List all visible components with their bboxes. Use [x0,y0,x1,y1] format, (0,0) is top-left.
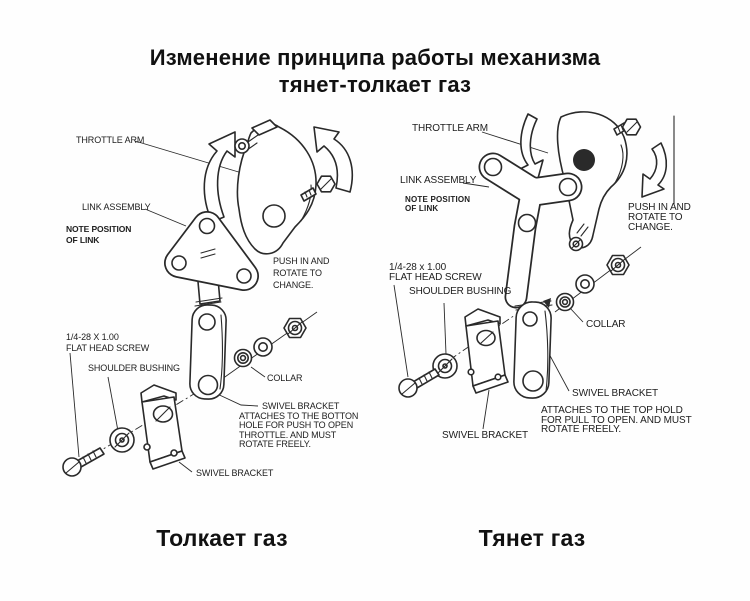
caption-push: Толкает газ [156,525,288,551]
label-swivel-bracket-bottom: SWIVEL BRACKET [442,430,529,441]
label-attach-note: ATTACHES TO THE TOP HOLD FOR PULL TO OPE… [541,405,692,435]
label-collar: COLLAR [586,319,626,330]
label-link-assembly: LINK ASSEMBLY [82,202,151,212]
page-title: Изменение принципа работы механизма тяне… [0,44,750,98]
link-strap [189,304,227,400]
label-collar: COLLAR [267,373,303,383]
label-swivel-note-title: SWIVEL BRACKET [262,401,340,411]
caption-pull: Тянет газ [478,525,586,551]
label-shoulder-bushing: SHOULDER BUSHING [409,286,512,297]
leader-lines [69,140,266,473]
arm-top-cap [251,119,278,136]
label-note-position: NOTE POSITION OF LINK [405,195,471,213]
label-swivel-note-body: ATTACHES TO THE BOTTON HOLE FOR PUSH TO … [239,411,359,449]
label-swivel-bracket: SWIVEL BRACKET [572,388,659,399]
rotate-arrow-right-icon [313,126,354,193]
label-throttle-arm: THROTTLE ARM [76,135,145,145]
label-push-rotate: PUSH IN AND ROTATE TO CHANGE. [273,256,330,290]
nut-part [283,317,307,339]
flat-head-screw-part [398,368,440,398]
flat-head-screw-part [62,447,105,477]
swivel-bracket-part [140,384,186,470]
washer-part [575,274,595,294]
collar-part [555,292,575,312]
push-diagram-art [62,119,354,477]
link-assembly-part [478,152,583,399]
label-link-assembly: LINK ASSEMBLY [400,175,477,186]
page-title-line1: Изменение принципа работы механизма [149,45,601,70]
rotate-arrow-left-icon [203,131,236,223]
rotate-arrow-right-icon [641,142,668,198]
link-strap [513,301,552,399]
arm-top-bolt [613,118,642,136]
label-screw-spec: 1/4-28 x 1.00 FLAT HEAD SCREW [389,262,482,283]
leader-lines [393,131,584,430]
page-title-line2: тянет-толкает газ [278,72,472,97]
arm-bottom-bolt [568,223,589,252]
throttle-arm-part [234,119,336,255]
arm-side-bolt [300,175,336,202]
label-screw-spec: 1/4-28 X 1.00 FLAT HEAD SCREW [66,332,150,353]
link-assembly-part [164,211,259,400]
label-push-rotate: PUSH IN AND ROTATE TO CHANGE. [628,202,691,233]
shoulder-bushing-part [432,353,458,379]
collar-part [233,348,253,368]
label-swivel-bracket: SWIVEL BRACKET [196,468,274,478]
label-note-position: NOTE POSITION OF LINK [66,224,132,245]
rotate-arrow-left-icon [519,113,544,183]
label-throttle-arm: THROTTLE ARM [412,123,489,134]
label-shoulder-bushing: SHOULDER BUSHING [88,363,180,373]
arm-hole [573,149,595,171]
swivel-bracket-part [464,308,509,394]
washer-part [253,337,273,357]
nut-part [606,254,630,276]
shoulder-bushing-part [109,427,135,453]
pull-diagram-art [393,111,675,430]
arm-top-pin [234,134,259,154]
